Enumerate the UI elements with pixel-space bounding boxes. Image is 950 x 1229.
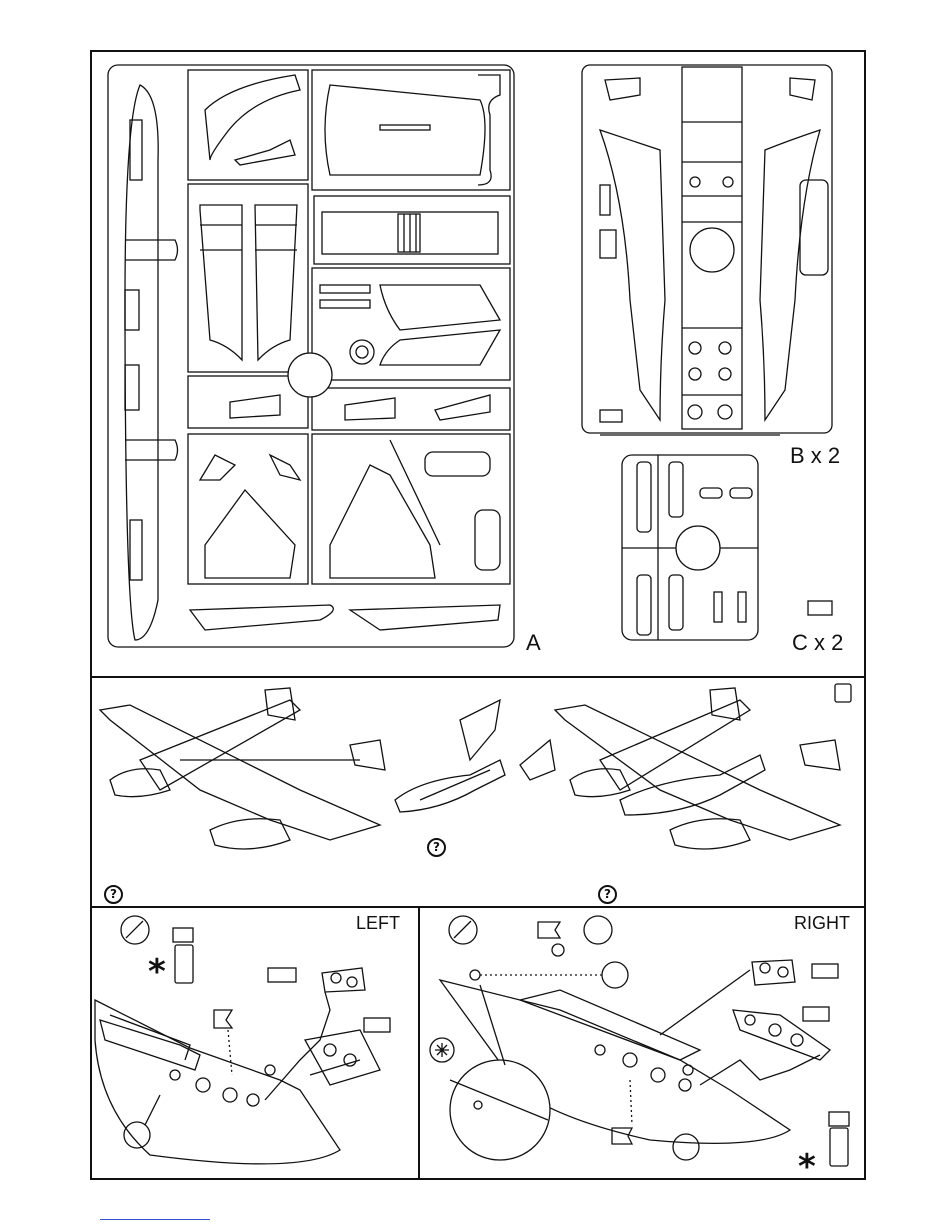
combined-view [555, 684, 851, 849]
left-assembly-drawing [95, 968, 390, 1164]
star-icon: * [798, 1150, 816, 1184]
help-icon: ? [598, 885, 617, 904]
sprue-a-label: A [526, 632, 541, 654]
right-label: RIGHT [794, 914, 850, 932]
sprue-c [622, 455, 832, 640]
sprue-b [582, 65, 832, 435]
sprue-b-label: B x 2 [790, 445, 840, 467]
help-icon: ? [427, 838, 446, 857]
footer-link-underline [100, 1219, 210, 1220]
spaceship-view [395, 700, 555, 812]
mothership-left-view [100, 688, 385, 849]
sprue-c-label: C x 2 [792, 632, 843, 654]
right-assembly-drawing [430, 916, 838, 1160]
left-label: LEFT [356, 914, 400, 932]
help-icon: ? [104, 885, 123, 904]
sprue-a [108, 65, 514, 647]
glue-icon [121, 916, 477, 944]
star-icon: * [148, 955, 166, 989]
